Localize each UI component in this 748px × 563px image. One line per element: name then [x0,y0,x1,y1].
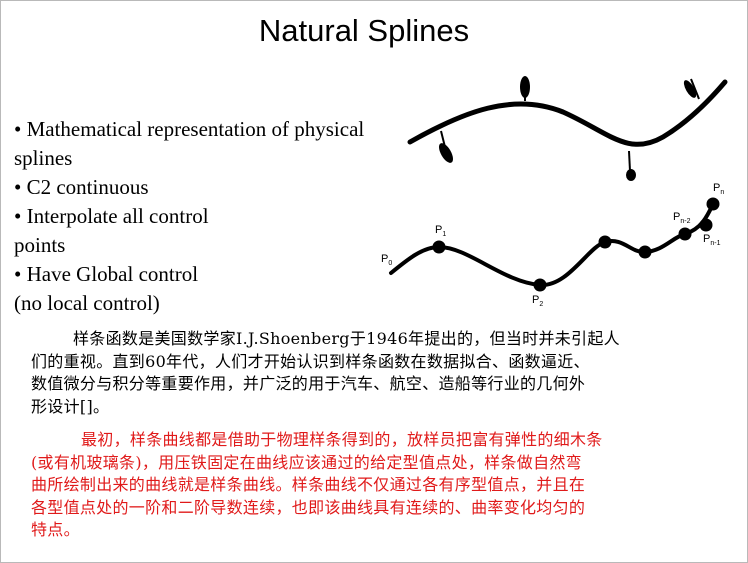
duck-weight [626,150,636,181]
bullet-line: • C2 continuous [14,175,149,199]
bullet-line: • Mathematical representation of physica… [14,117,365,141]
paragraph-line: 最初，样条曲线都是借助于物理样条得到的，放样员把富有弹性的细木条 [81,430,603,449]
paragraph-line: 形设计[]。 [31,396,110,416]
paragraph-line: 数值微分与积分等重要作用，并广泛的用于汽车、航空、造船等行业的几何外 [31,374,586,393]
control-point [706,197,720,211]
paragraph-spline-history: 样条函数是美国数学家I.J.Shoenberg于1946年提出的，但当时并未引起… [31,328,731,418]
control-point [533,278,547,292]
paragraph-line: 样条函数是美国数学家I.J.Shoenberg于1946年提出的，但当时并未引起… [73,329,620,348]
bullet-line: points [14,233,66,257]
duck-weight [683,78,700,100]
paragraph-line: 们的重视。直到60年代，人们才开始认识到样条函数在数据拟合、函数逼近、 [31,351,590,371]
slide-title: Natural Splines [258,13,470,48]
paragraph-line: (或有机玻璃条)，用压铁固定在曲线应该通过的给定型值点处，样条做自然弯 [31,452,582,472]
paragraph-physical-spline: 最初，样条曲线都是借助于物理样条得到的，放样员把富有弹性的细木条 (或有机玻璃条… [31,429,731,542]
control-point [432,240,446,254]
point-label-pn-1: Pn-1 [703,233,721,247]
duck-weight [520,76,530,101]
spline-figure: P0 P1 P2 Pn-2 Pn-1 Pn [381,76,728,308]
bullet-line: • Interpolate all control [14,204,209,228]
physical-spline-illustration [407,76,728,181]
point-label-pn: Pn [713,182,724,196]
control-point [638,245,652,259]
duck-weight [439,130,453,163]
bullet-list: • Mathematical representation of physica… [14,115,410,318]
control-point [678,227,692,241]
point-label-p0: P0 [381,253,392,267]
paragraph-line: 特点。 [31,520,80,539]
bullet-line: splines [14,146,73,170]
bullet-line: (no local control) [14,291,160,315]
physical-spline-curve [407,79,728,147]
paragraph-line: 各型值点处的一阶和二阶导数连续，也即该曲线具有连续的、曲率变化均匀的 [31,497,586,517]
paragraph-line: 曲所绘制出来的曲线就是样条曲线。样条曲线不仅通过各有序型值点，并且在 [31,475,586,494]
point-label-p1: P1 [435,224,446,238]
point-label-p2: P2 [532,294,543,308]
bullet-line: • Have Global control [14,262,199,286]
interpolating-spline: P0 P1 P2 Pn-2 Pn-1 Pn [381,182,724,308]
point-label-pn-2: Pn-2 [673,211,691,225]
control-point [699,218,713,232]
control-point [598,235,612,249]
